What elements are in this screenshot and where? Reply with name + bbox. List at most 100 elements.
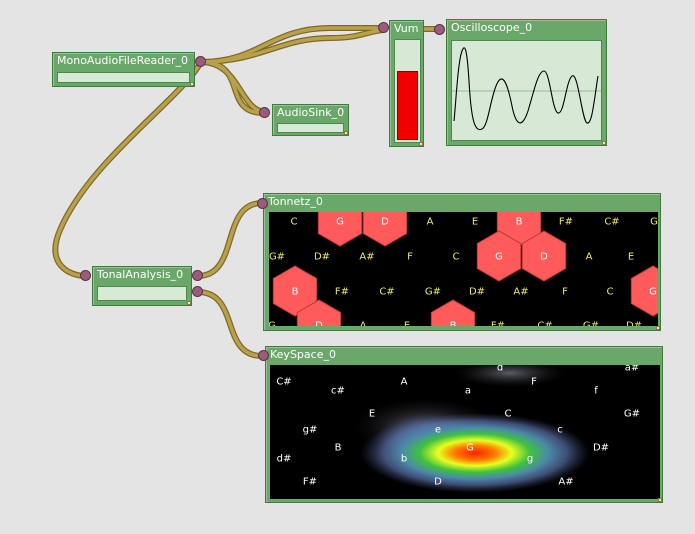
keyspace-key-label: D#: [593, 443, 609, 454]
output-port[interactable]: [195, 56, 206, 67]
tonnetz-note-label: E: [472, 217, 478, 228]
keyspace-key-label: G: [466, 443, 474, 454]
keyspace-key-label: F#: [303, 477, 317, 488]
tonnetz-note-label: D#: [314, 252, 330, 263]
keyspace-key-label: C#: [276, 377, 291, 388]
node-control-bar[interactable]: [277, 123, 344, 133]
waveform: [452, 47, 601, 131]
tonnetz-note-label: A: [427, 217, 434, 228]
tonnetz-note-label: C: [453, 252, 460, 263]
input-port[interactable]: [378, 22, 389, 33]
node-control-bar[interactable]: [57, 72, 190, 83]
node-title: Oscilloscope_0: [451, 21, 533, 34]
tonnetz-note-label: A: [360, 321, 367, 327]
tonnetz-note-label: D: [315, 321, 323, 327]
input-port[interactable]: [258, 350, 269, 361]
tonnetz-note-label: E: [404, 321, 410, 327]
node-title: MonoAudioFileReader_0: [57, 54, 189, 67]
keyspace-key-label: e: [435, 425, 441, 436]
resize-grip-icon[interactable]: [602, 141, 606, 145]
keyspace-key-label: g: [527, 454, 533, 465]
tonnetz-note-label: F#: [335, 287, 349, 298]
tonnetz-note-label: G#: [583, 321, 599, 327]
node-keyspace[interactable]: KeySpace_0: [265, 346, 663, 503]
tonnetz-note-label: C#: [379, 287, 394, 298]
tonnetz-active-cell: [362, 212, 408, 247]
oscilloscope-display: [451, 40, 602, 141]
tonnetz-note-label: A: [586, 252, 593, 263]
keyspace-key-label: b: [401, 454, 407, 465]
vu-level-bar: [397, 70, 418, 140]
keyspace-key-label: E: [369, 409, 375, 420]
tonnetz-active-cell: [430, 299, 476, 326]
keyspace-key-label: g#: [303, 425, 318, 436]
node-title: Vum: [394, 22, 419, 35]
tonnetz-note-label: E: [628, 252, 634, 263]
keyspace-key-label: B: [335, 443, 342, 454]
keyspace-key-label: A#: [558, 477, 573, 488]
resize-grip-icon[interactable]: [190, 82, 194, 86]
tonnetz-note-label: A#: [359, 252, 374, 263]
keyspace-key-label: C: [505, 409, 512, 420]
tonnetz-note-label: B: [516, 217, 523, 228]
tonnetz-note-label: D: [540, 252, 548, 263]
tonnetz-note-label: F#: [491, 321, 505, 327]
node-tonal-analysis[interactable]: TonalAnalysis_0: [92, 266, 192, 306]
tonnetz-note-label: G: [336, 217, 344, 228]
keyspace-key-label: D: [434, 477, 442, 488]
node-audio-sink[interactable]: AudioSink_0: [272, 104, 349, 136]
tonnetz-active-cell: [272, 265, 318, 317]
tonnetz-note-label: F#: [559, 217, 573, 228]
tonnetz-note-label: G#: [425, 287, 441, 298]
resize-grip-icon[interactable]: [187, 301, 191, 305]
keyspace-key-label: d#: [277, 454, 292, 465]
keyspace-key-label: a#: [625, 365, 640, 374]
tonnetz-note-label: A#: [513, 287, 528, 298]
node-oscilloscope[interactable]: Oscilloscope_0: [446, 19, 607, 146]
tonnetz-active-cell: [630, 265, 658, 317]
input-port[interactable]: [257, 198, 268, 209]
tonnetz-note-label: D#: [469, 287, 485, 298]
tonnetz-note-label: G#: [269, 252, 285, 263]
tonnetz-active-cell: [317, 212, 363, 247]
node-title: TonalAnalysis_0: [97, 268, 184, 281]
node-vum[interactable]: Vum: [389, 20, 424, 147]
keyspace-key-label: F: [531, 377, 537, 388]
resize-grip-icon[interactable]: [419, 142, 423, 146]
tonnetz-note-label: G: [269, 321, 276, 327]
keyspace-key-label: d: [497, 365, 503, 374]
resize-grip-icon[interactable]: [344, 131, 348, 135]
tonnetz-note-label: C: [291, 217, 298, 228]
node-title: Tonnetz_0: [268, 195, 323, 208]
keyspace-key-label: c: [557, 425, 563, 436]
tonnetz-note-label: C#: [604, 217, 619, 228]
node-mono-audio-file-reader[interactable]: MonoAudioFileReader_0: [52, 52, 195, 87]
output-port[interactable]: [434, 24, 445, 35]
keyspace-key-label: a: [465, 386, 471, 397]
node-title: AudioSink_0: [277, 106, 345, 119]
tonnetz-note-label: G: [649, 287, 657, 298]
output-port-keyspace[interactable]: [192, 286, 203, 297]
keyspace-key-label: f: [594, 386, 598, 397]
output-port-tonnetz[interactable]: [192, 270, 203, 281]
tonnetz-note-label: C: [607, 287, 614, 298]
node-control-bar[interactable]: [97, 286, 187, 301]
tonnetz-note-label: G: [650, 217, 658, 228]
tonnetz-active-cell: [476, 230, 522, 282]
keyspace-key-label: A: [401, 377, 408, 388]
tonnetz-note-label: C#: [537, 321, 552, 327]
resize-grip-icon[interactable]: [656, 326, 660, 330]
tonnetz-note-label: D#: [626, 321, 642, 327]
tonnetz-active-cell: [296, 299, 342, 326]
resize-grip-icon[interactable]: [658, 498, 662, 502]
input-port[interactable]: [259, 107, 270, 118]
keyspace-key-label: c#: [331, 386, 345, 397]
input-port[interactable]: [80, 270, 91, 281]
tonnetz-note-label: B: [450, 321, 457, 327]
vu-meter: [394, 39, 421, 143]
